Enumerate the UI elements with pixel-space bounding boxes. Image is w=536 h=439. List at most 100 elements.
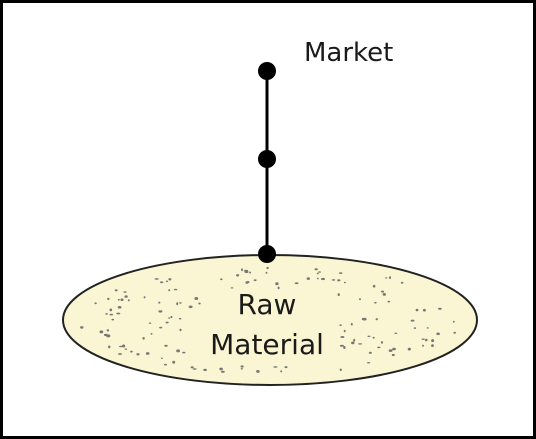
speckle-dot (160, 357, 163, 359)
speckle-dot (109, 308, 113, 312)
speckle-dot (265, 271, 268, 274)
speckle-dot (122, 344, 126, 348)
speckle-dot (164, 344, 168, 347)
speckle-dot (280, 370, 283, 373)
speckle-dot (123, 291, 127, 293)
speckle-dot (178, 317, 182, 320)
speckle-dot (106, 329, 110, 332)
speckle-dot (388, 349, 393, 352)
speckle-dot (367, 335, 371, 337)
speckle-dot (164, 363, 167, 366)
speckle-dot (124, 348, 128, 350)
speckle-dot (410, 319, 415, 322)
speckle-dot (351, 341, 355, 345)
speckle-dot (253, 279, 257, 282)
speckle-dot (124, 295, 128, 298)
speckle-dot (107, 297, 110, 301)
speckle-dot (316, 277, 319, 280)
speckle-dot (143, 296, 146, 299)
speckle-dot (372, 284, 376, 288)
speckle-dot (339, 368, 342, 372)
speckle-dot (366, 362, 371, 364)
speckle-dot (168, 289, 171, 292)
speckle-dot (116, 312, 121, 315)
speckle-dot (176, 302, 179, 306)
speckle-dot (337, 279, 341, 282)
speckle-dot (339, 344, 344, 347)
speckle-dot (306, 277, 310, 280)
speckle-dot (109, 313, 114, 316)
speckle-dot (127, 299, 130, 302)
speckle-dot (343, 346, 346, 349)
speckle-dot (385, 277, 388, 279)
speckle-dot (114, 289, 118, 292)
speckle-dot (241, 268, 243, 272)
speckle-dot (168, 278, 172, 281)
speckle-dot (380, 290, 385, 293)
speckle-dot (426, 327, 429, 329)
speckle-dot (99, 330, 104, 334)
speckle-dot (358, 343, 363, 345)
speckle-dot (111, 318, 115, 321)
speckle-dot (176, 349, 181, 353)
speckle-dot (159, 281, 164, 284)
speckle-dot (179, 302, 182, 304)
speckle-dot (117, 298, 120, 301)
speckle-dot (392, 347, 396, 351)
speckle-dot (343, 281, 346, 284)
speckle-dot (117, 306, 122, 309)
speckle-dot (182, 351, 186, 354)
speckle-dot (438, 307, 442, 310)
speckle-dot (407, 347, 411, 351)
speckle-dot (284, 366, 288, 369)
speckle-dot (179, 328, 182, 332)
speckle-dot (198, 302, 201, 305)
speckle-dot (142, 337, 145, 340)
speckle-dot (158, 310, 163, 313)
speckle-dot (294, 282, 299, 285)
speckle-dot (192, 368, 197, 370)
speckle-dot (338, 272, 343, 274)
market-node (258, 62, 276, 80)
speckle-dot (136, 353, 140, 356)
speckle-dot (108, 345, 111, 349)
market-label: Market (304, 38, 393, 68)
speckle-dot (236, 274, 240, 277)
speckle-dot (168, 317, 171, 319)
speckle-dot (350, 322, 353, 326)
speckle-dot (94, 302, 97, 305)
speckle-dot (221, 370, 225, 373)
speckle-dot (415, 308, 419, 312)
speckle-dot (249, 271, 252, 274)
speckle-dot (203, 368, 207, 372)
speckle-dot (377, 346, 381, 349)
speckle-dot (120, 298, 124, 302)
speckle-dot (103, 333, 108, 337)
raw-material-label-line1: Raw (238, 288, 297, 321)
speckle-dot (240, 368, 243, 370)
speckle-dot (244, 271, 249, 273)
raw-material-label-line2: Material (210, 328, 324, 361)
speckle-dot (387, 300, 391, 303)
speckle-dot (165, 321, 169, 324)
deposit-speckles (80, 266, 457, 373)
location-diagram: Market Raw Material (62, 38, 478, 386)
speckle-dot (316, 272, 319, 275)
speckle-dot (277, 286, 280, 290)
speckle-dot (374, 301, 377, 304)
speckle-dot (159, 326, 163, 329)
speckle-dot (422, 308, 426, 312)
speckle-dot (359, 298, 361, 301)
speckle-dot (331, 279, 336, 281)
speckle-dot (321, 277, 325, 281)
speckle-dot (188, 305, 193, 309)
speckle-dot (245, 281, 249, 284)
speckle-dot (273, 366, 278, 368)
speckle-dot (240, 365, 244, 368)
speckle-dot (256, 370, 260, 373)
speckle-dot (391, 353, 395, 357)
speckle-dot (452, 320, 455, 323)
speckle-dot (314, 268, 318, 271)
speckle-dot (80, 326, 84, 329)
